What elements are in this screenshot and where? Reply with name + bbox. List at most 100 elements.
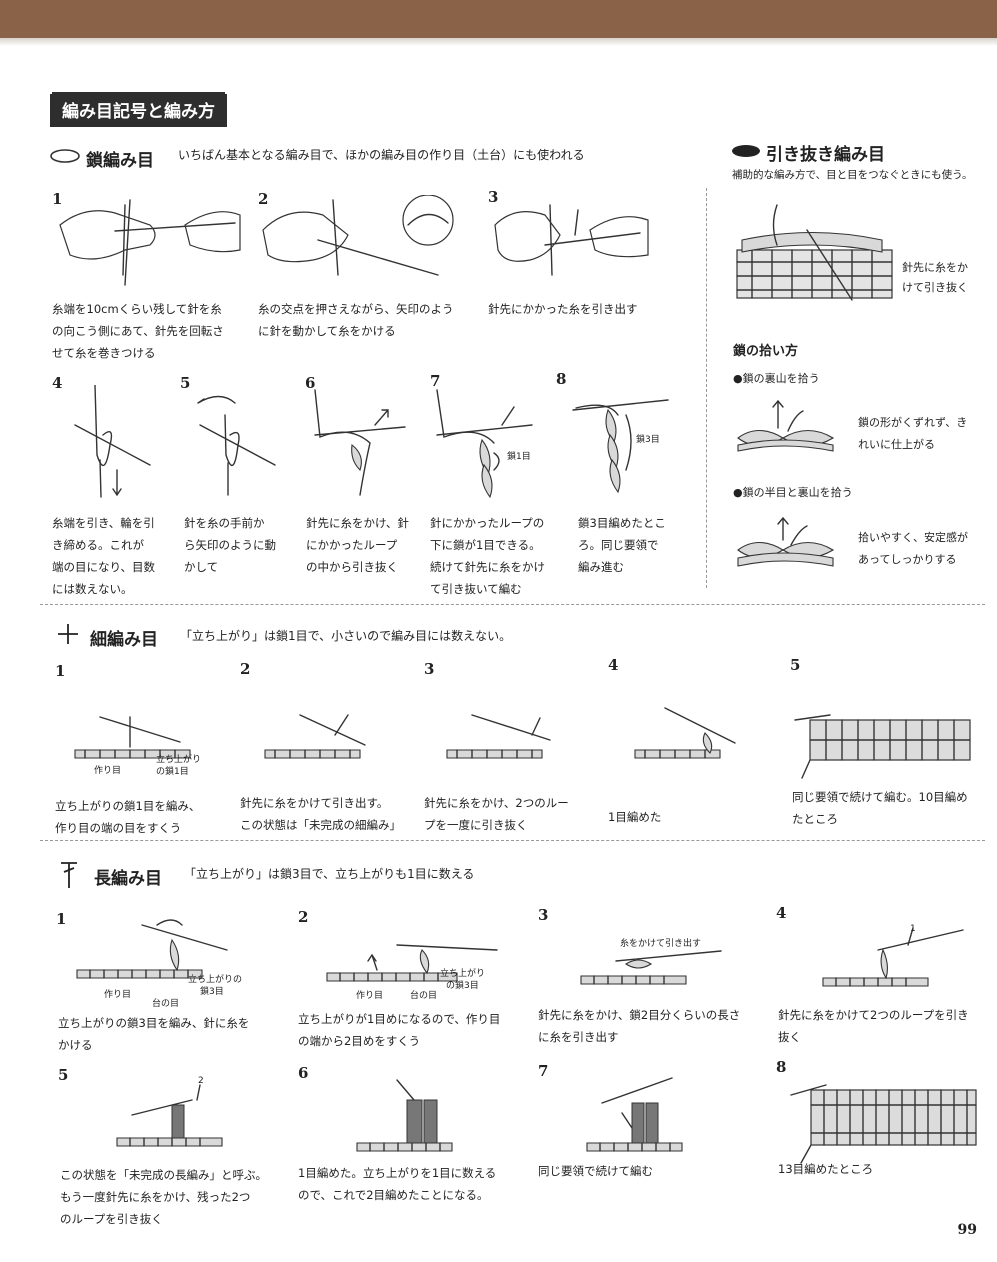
single-step-number: 2 bbox=[240, 660, 251, 678]
chain-step-7-label: 鎖1目 bbox=[507, 452, 531, 462]
pickup-label-back: ●鎖の裏山を拾う bbox=[733, 372, 820, 385]
pickup-label-half: ●鎖の半目と裏山を拾う bbox=[733, 486, 853, 499]
slip-caption: 針先に糸をか けて引き抜く bbox=[902, 261, 968, 294]
chain-step-caption: 糸端を10cmくらい残して針を糸 の向こう側にあて、針先を回転さ せて糸を巻きつ… bbox=[52, 302, 224, 360]
double-step-number: 4 bbox=[776, 904, 787, 922]
single-step-number: 4 bbox=[608, 656, 619, 674]
double-step-number: 3 bbox=[538, 906, 549, 924]
chain-step-8-label: 鎖3目 bbox=[636, 435, 660, 445]
double-step-caption: 針先に糸をかけ、鎖2目分くらいの長さ に糸を引き出す bbox=[538, 1008, 741, 1044]
double-step-number: 5 bbox=[58, 1066, 69, 1084]
chain-step-number: 6 bbox=[305, 374, 316, 392]
double-label: 糸をかけて引き出す bbox=[620, 939, 702, 949]
single-crochet-symbol-icon bbox=[58, 624, 78, 644]
double-label: 1 bbox=[910, 924, 916, 934]
double-step-caption: 立ち上がりの鎖3目を編み、針に糸を かける bbox=[58, 1016, 250, 1052]
double-step-4-illustration bbox=[822, 927, 964, 987]
chain-step-number: 5 bbox=[180, 374, 191, 392]
column-divider bbox=[706, 188, 707, 588]
slip-title: 引き抜き編み目 bbox=[766, 145, 885, 165]
single-label: 立ち上がり bbox=[156, 755, 202, 765]
chain-step-4-illustration bbox=[74, 385, 151, 498]
chain-step-7-illustration bbox=[436, 389, 533, 499]
book-header-bar bbox=[0, 0, 997, 38]
double-step-7-illustration bbox=[586, 1077, 683, 1152]
slip-illustration bbox=[736, 204, 893, 301]
double-step-3-illustration bbox=[580, 950, 722, 985]
double-step-number: 6 bbox=[298, 1064, 309, 1082]
single-title: 細編み目 bbox=[90, 630, 158, 650]
double-step-number: 7 bbox=[538, 1062, 549, 1080]
double-desc: 「立ち上がり」は鎖3目で、立ち上がりも1目に数える bbox=[184, 867, 475, 881]
chain-step-caption: 糸端を引き、輪を引 き締める。これが 端の目になり、目数 には数えない。 bbox=[52, 516, 156, 596]
double-label: 立ち上がりの bbox=[188, 975, 243, 985]
slip-symbol-icon bbox=[732, 145, 760, 157]
chain-step-number: 8 bbox=[556, 370, 567, 388]
section-divider bbox=[40, 840, 985, 841]
double-label: 立ち上がり bbox=[440, 969, 486, 979]
double-step-2-illustration bbox=[326, 944, 498, 982]
page-number: 99 bbox=[957, 1222, 977, 1238]
pickup-caption-back: 鎖の形がくずれず、き れいに仕上がる bbox=[858, 416, 968, 451]
chain-step-caption: 針先にかかった糸を引き出す bbox=[488, 302, 638, 316]
double-label: 作り目 bbox=[104, 990, 132, 1000]
double-step-caption: 同じ要領で続けて編む bbox=[538, 1164, 653, 1178]
chain-step-5-illustration bbox=[197, 395, 276, 496]
pickup-caption-half: 拾いやすく、安定感が あってしっかりする bbox=[858, 531, 968, 566]
single-step-4-illustration bbox=[634, 707, 736, 759]
double-step-caption: この状態を「未完成の長編み」と呼ぶ。 もう一度針先に糸をかけ、残った2つ のルー… bbox=[60, 1168, 267, 1226]
chain-step-3-illustration bbox=[494, 204, 649, 276]
chain-step-caption: 鎖3目編めたとこ ろ。同じ要領で 編み進む bbox=[578, 516, 666, 574]
double-title: 長編み目 bbox=[94, 869, 162, 889]
double-label: 鎖3目 bbox=[200, 987, 224, 997]
chain-step-2-illustration bbox=[262, 195, 454, 276]
chain-step-number: 7 bbox=[430, 372, 441, 390]
chain-step-number: 1 bbox=[52, 190, 63, 208]
double-crochet-symbol-icon bbox=[61, 862, 77, 888]
slip-desc: 補助的な編み方で、目と目をつなぐときにも使う。 bbox=[732, 169, 973, 181]
double-label: の鎖3目 bbox=[446, 981, 479, 991]
chain-step-number: 3 bbox=[488, 188, 499, 206]
double-step-number: 2 bbox=[298, 908, 309, 926]
double-step-6-illustration bbox=[356, 1079, 453, 1152]
page-shadow bbox=[0, 38, 997, 46]
double-step-caption: 立ち上がりが1目めになるので、作り目 の端から2目めをすくう bbox=[298, 1012, 501, 1048]
chain-step-caption: 針を糸の手前か ら矢印のように動 かして bbox=[184, 516, 276, 574]
pickup-title: 鎖の拾い方 bbox=[733, 344, 799, 359]
double-label: 作り目 bbox=[356, 991, 384, 1001]
single-step-caption: 針先に糸をかけて引き出す。 この状態は「未完成の細編み」 bbox=[240, 796, 401, 832]
chain-title: 鎖編み目 bbox=[86, 151, 154, 171]
double-step-number: 8 bbox=[776, 1058, 787, 1076]
single-step-3-illustration bbox=[446, 714, 551, 759]
single-step-5-illustration bbox=[794, 714, 971, 779]
double-step-8-illustration bbox=[790, 1084, 977, 1164]
pickup-back-illustration bbox=[737, 399, 835, 452]
single-step-2-illustration bbox=[264, 714, 366, 759]
double-label: 台の目 bbox=[410, 991, 438, 1001]
chain-desc: いちばん基本となる編み目で、ほかの編み目の作り目（土台）にも使われる bbox=[178, 148, 585, 162]
double-step-5-illustration bbox=[116, 1084, 223, 1147]
chain-step-caption: 針先に糸をかけ、針 にかかったループ の中から引き抜く bbox=[306, 516, 409, 574]
single-step-caption: 立ち上がりの鎖1目を編み、 作り目の端の目をすくう bbox=[55, 799, 201, 835]
chain-step-number: 4 bbox=[52, 374, 63, 392]
chain-step-8-illustration bbox=[572, 399, 669, 494]
chain-step-caption: 針にかかったループの 下に鎖が1目できる。 続けて針先に糸をかけ て引き抜いて編… bbox=[430, 516, 545, 596]
single-label: 作り目 bbox=[94, 766, 122, 776]
single-step-caption: 1目編めた bbox=[608, 810, 662, 824]
double-step-caption: 13目編めたところ bbox=[778, 1162, 874, 1176]
section-divider bbox=[40, 604, 985, 605]
double-step-caption: 針先に糸をかけて2つのループを引き 抜く bbox=[778, 1008, 969, 1044]
chain-step-6-illustration bbox=[314, 389, 406, 496]
double-step-caption: 1目編めた。立ち上がりを1目に数える ので、これで2目編めたことになる。 bbox=[298, 1166, 497, 1202]
main-heading: 編み目記号と編み方 bbox=[46, 88, 231, 127]
single-step-number: 5 bbox=[790, 656, 801, 674]
double-label: 2 bbox=[198, 1076, 204, 1086]
single-desc: 「立ち上がり」は鎖1目で、小さいので編み目には数えない。 bbox=[180, 629, 512, 643]
chain-step-caption: 糸の交点を押さえながら、矢印のよう に針を動かして糸をかける bbox=[258, 302, 454, 338]
double-step-1-illustration bbox=[76, 919, 228, 979]
double-label: 台の目 bbox=[152, 999, 180, 1009]
chain-symbol-icon bbox=[50, 149, 80, 163]
single-step-1-illustration bbox=[74, 716, 191, 759]
double-step-number: 1 bbox=[56, 910, 67, 928]
chain-step-number: 2 bbox=[258, 190, 269, 208]
